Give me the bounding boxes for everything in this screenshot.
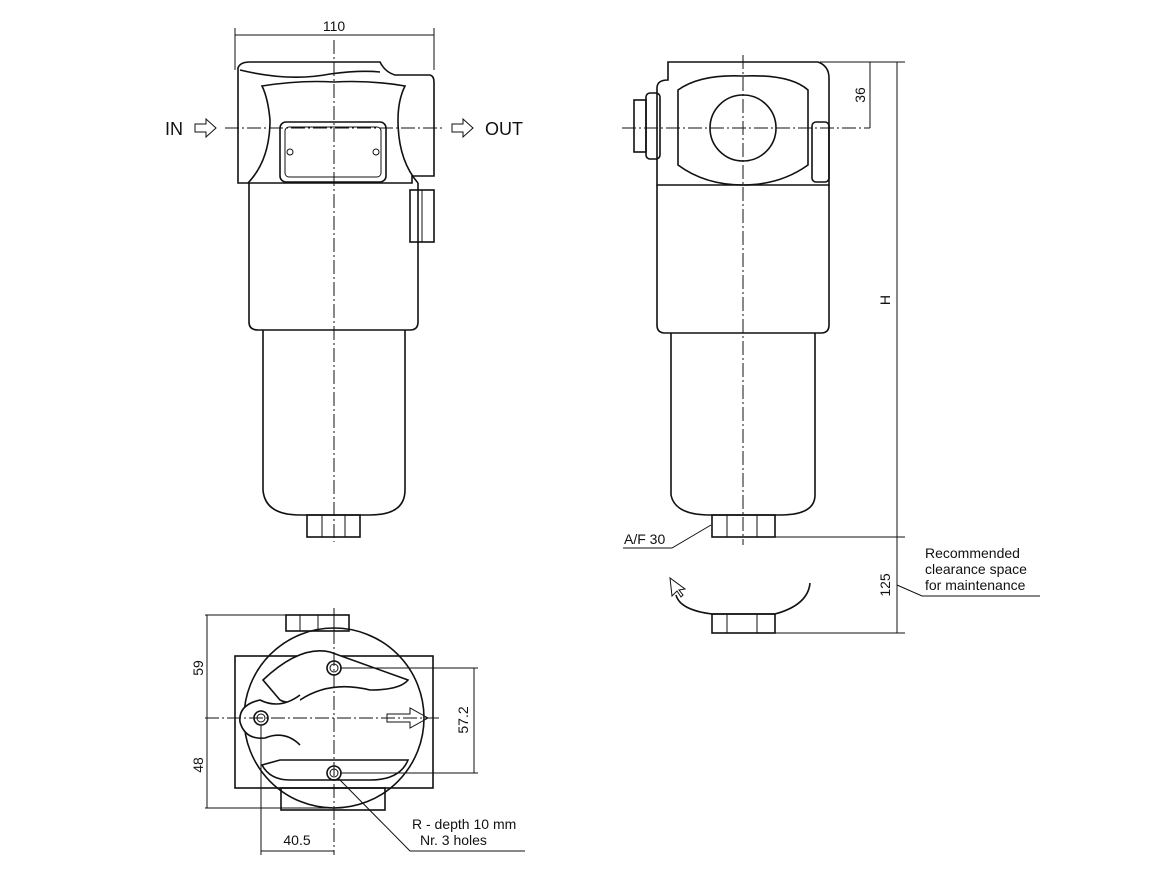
side-view: H 36 125 A/F 30 Recommended clearance sp… (622, 55, 1040, 634)
side-drain-nut (711, 514, 776, 538)
width-dim: 110 (323, 18, 346, 34)
hole-spacing-dim: 57.2 (455, 706, 471, 733)
holes-note-2: Nr. 3 holes (420, 832, 487, 848)
port-dim: 36 (852, 87, 868, 103)
dim-upper: 59 (190, 660, 206, 676)
front-view: 110 IN OUT (165, 18, 523, 542)
holes-note-1: R - depth 10 mm (412, 816, 516, 832)
nut-leader (623, 524, 712, 549)
height-dim: H (877, 295, 893, 305)
in-arrow-icon (194, 117, 217, 139)
ghost-bowl (675, 582, 811, 615)
holes-leader (337, 777, 525, 852)
clearance-note-1: Recommended (925, 545, 1020, 561)
hole-offset-dim: 40.5 (283, 832, 310, 848)
side-plug (645, 92, 661, 160)
nut-label: A/F 30 (624, 531, 665, 547)
head-body (237, 61, 435, 184)
clearance-dim: 125 (877, 573, 893, 597)
dim-lower: 48 (190, 757, 206, 773)
out-arrow-icon (451, 117, 474, 139)
removal-arrow-icon (669, 576, 687, 598)
clearance-note-3: for maintenance (925, 577, 1026, 593)
bottom-view: 59 48 57.2 40.5 R - depth 10 mm Nr. 3 ho… (190, 608, 525, 855)
clearance-note-2: clearance space (925, 561, 1027, 577)
in-label: IN (165, 119, 183, 139)
out-label: OUT (485, 119, 523, 139)
flow-arrow-icon (386, 707, 430, 729)
nameplate (279, 121, 387, 183)
